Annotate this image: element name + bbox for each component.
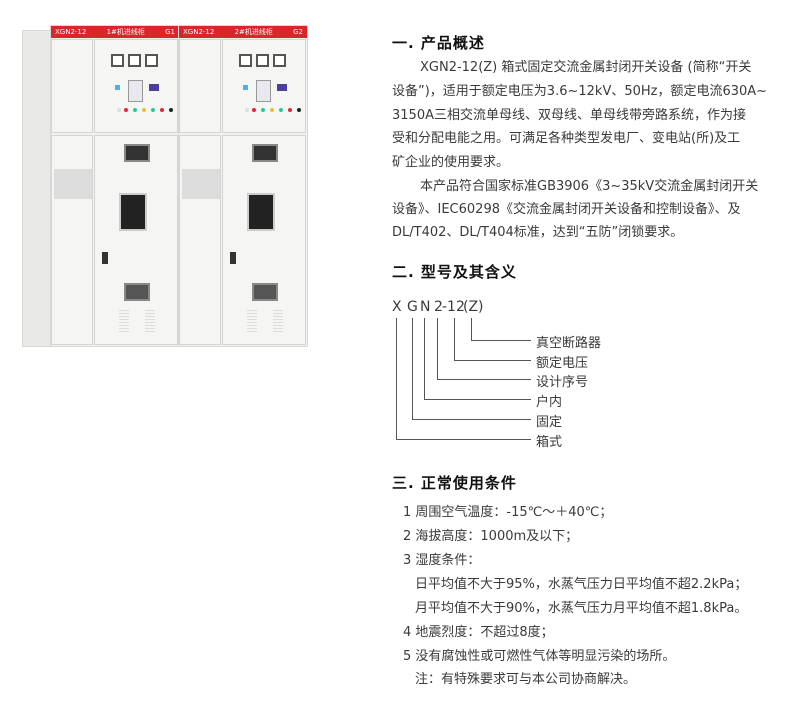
breaker-door <box>94 135 178 345</box>
indicator-icon <box>243 85 248 90</box>
controller-display <box>256 80 271 102</box>
lower-window <box>252 283 278 301</box>
disconnector-panel <box>54 169 92 199</box>
cabinet-name: 1#机进线柜 <box>106 28 145 36</box>
paragraph-line: DL/T402、DL/T404标准，达到“五防”闭锁要求。 <box>392 225 684 240</box>
paragraph-line: 设备》、IEC60298《交流金属封闭开关设备和控制设备》、及 <box>392 202 741 217</box>
cabinet-model: XGN2-12 <box>55 28 87 36</box>
indicator-icon <box>115 85 120 90</box>
breaker-panel <box>247 193 275 231</box>
viewing-window <box>252 144 278 162</box>
cabinet-g2: XGN2-12 2#机进线柜 G2 <box>178 25 308 347</box>
meter-icon <box>273 54 286 67</box>
cabinet-code: G2 <box>293 28 303 36</box>
paragraph-line: XGN2-12(Z) 箱式固定交流金属封闭开关设备 (简称“开关 <box>420 60 752 75</box>
cabinet-side-panel <box>22 30 54 347</box>
handle-icon <box>230 252 236 264</box>
cabinet-name: 2#机进线柜 <box>234 28 273 36</box>
condition-item: 2 海拔高度：1000m及以下； <box>403 529 579 544</box>
meaning-label: 真空断路器 <box>536 336 602 351</box>
condition-item: 4 地震烈度：不超过8度； <box>403 625 554 640</box>
paragraph-line: 矿企业的使用要求。 <box>392 155 510 170</box>
instrument-door <box>222 39 306 133</box>
cabinet-header: XGN2-12 1#机进线柜 G1 <box>51 26 179 38</box>
meaning-label: 额定电压 <box>536 356 589 371</box>
cabinet-model: XGN2-12 <box>183 28 215 36</box>
instrument-door <box>94 39 178 133</box>
meaning-label: 设计序号 <box>536 375 589 390</box>
breaker-door <box>222 135 306 345</box>
note: 注：有特殊要求可与本公司协商解决。 <box>415 672 637 687</box>
paragraph-line: 3150A三相交流单母线、双母线、单母线带旁路系统，作为接 <box>392 108 746 123</box>
meaning-label: 户内 <box>536 395 563 410</box>
condition-item: 月平均值不大于90%，水蒸气压力月平均值不超1.8kPa。 <box>415 601 748 616</box>
condition-item: 3 湿度条件： <box>403 553 481 568</box>
meter-icon <box>239 54 252 67</box>
section2-title: 二. 型号及其含义 <box>392 263 517 281</box>
section3-title: 三. 正常使用条件 <box>392 474 517 492</box>
meaning-label: 箱式 <box>536 435 563 450</box>
cabinet-header: XGN2-12 2#机进线柜 G2 <box>179 26 307 38</box>
display-icon <box>277 84 287 91</box>
condition-item: 5 没有腐蚀性或可燃性气体等明显污染的场所。 <box>403 649 676 664</box>
lower-left-door <box>51 135 93 345</box>
paragraph-line: 本产品符合国家标准GB3906《3~35kV交流金属封闭开关 <box>420 179 759 194</box>
paragraph-line: 受和分配电能之用。可满足各种类型发电厂、变电站(所)及工 <box>392 131 741 146</box>
section1-title: 一. 产品概述 <box>392 34 485 52</box>
meter-icon <box>111 54 124 67</box>
condition-item: 日平均值不大于95%，水蒸气压力日平均值不超2.2kPa； <box>415 577 748 592</box>
handle-icon <box>102 252 108 264</box>
meter-icon <box>128 54 141 67</box>
cabinet-g1: XGN2-12 1#机进线柜 G1 <box>50 25 180 347</box>
condition-item: 1 周围空气温度：-15℃～＋40℃； <box>403 505 613 520</box>
controller-display <box>128 80 143 102</box>
meaning-label: 固定 <box>536 415 563 430</box>
meter-icon <box>145 54 158 67</box>
breaker-panel <box>119 193 147 231</box>
meter-icon <box>256 54 269 67</box>
cabinet-code: G1 <box>165 28 175 36</box>
lower-window <box>124 283 150 301</box>
viewing-window <box>124 144 150 162</box>
lower-left-door <box>179 135 221 345</box>
upper-left-door <box>51 39 93 133</box>
upper-left-door <box>179 39 221 133</box>
disconnector-panel <box>182 169 220 199</box>
paragraph-line: 设备”)，适用于额定电压为3.6~12kV、50Hz，额定电流630A~ <box>392 84 768 99</box>
display-icon <box>149 84 159 91</box>
